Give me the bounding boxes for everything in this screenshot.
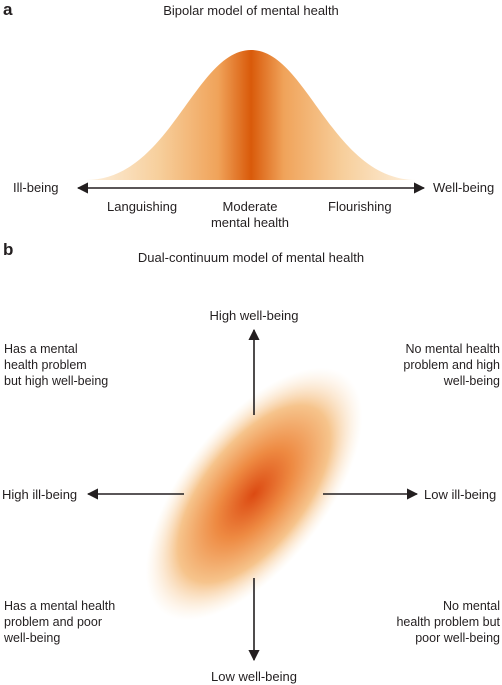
axis-label-low-ill-being: Low ill-being — [424, 487, 497, 502]
segment-languishing: Languishing — [107, 199, 178, 214]
panel-a-title: Bipolar model of mental health — [163, 3, 339, 18]
quadrant-top-left: Has a mental health problem but high wel… — [4, 342, 109, 388]
panel-b-letter: b — [3, 240, 14, 259]
quadrant-bottom-left: Has a mental health problem and poor wel… — [4, 599, 116, 645]
axis-label-low-well-being: Low well-being — [211, 669, 297, 684]
segment-flourishing: Flourishing — [328, 199, 392, 214]
axis-label-ill-being: Ill-being — [13, 180, 59, 195]
segment-moderate-mental-health: Moderate mental health — [210, 199, 290, 230]
bell-curve — [86, 50, 416, 180]
axis-label-high-ill-being: High ill-being — [2, 487, 78, 502]
panel-a-letter: a — [3, 0, 13, 19]
axis-label-well-being: Well-being — [433, 180, 495, 195]
quadrant-bottom-right: No mental health problem but poor well-b… — [396, 599, 500, 645]
dual-continuum-ellipse — [145, 367, 363, 621]
panel-b-title: Dual-continuum model of mental health — [137, 250, 365, 265]
quadrant-top-right: No mental health problem and high well-b… — [403, 342, 500, 388]
axis-label-high-well-being: High well-being — [209, 308, 299, 323]
